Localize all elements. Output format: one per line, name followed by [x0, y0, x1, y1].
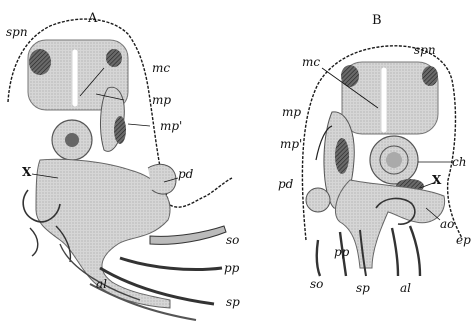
section-b	[302, 46, 462, 276]
label-b-x: X	[432, 174, 441, 186]
label-a-so: so	[226, 234, 239, 246]
spinal-nerve-a	[29, 49, 51, 75]
label-b-sp: sp	[356, 282, 370, 294]
label-a-pp: pp	[224, 262, 239, 274]
label-b-pp: pp	[334, 246, 349, 258]
label-a-al: al	[96, 278, 107, 290]
label-a-mp2: mp'	[160, 120, 182, 132]
panel-label-b: B	[372, 14, 382, 27]
label-a-spn: spn	[6, 26, 28, 38]
label-b-spn: spn	[414, 44, 436, 56]
section-a	[8, 19, 232, 320]
label-a-x: X	[22, 166, 31, 178]
label-b-ep: ep	[456, 234, 471, 246]
label-a-sp: sp	[226, 296, 240, 308]
label-b-mp: mp	[282, 106, 301, 118]
label-b-ao: ao	[440, 218, 454, 230]
label-b-mc: mc	[302, 56, 320, 68]
pronephric-duct-b	[306, 188, 330, 212]
label-a-mp: mp	[152, 94, 171, 106]
panel-label-a: A	[88, 12, 97, 25]
body-mass-b	[335, 180, 444, 268]
somatopleure-a	[150, 226, 226, 244]
label-b-pd: pd	[278, 178, 293, 190]
label-b-mp2: mp'	[280, 138, 302, 150]
label-b-al: al	[400, 282, 411, 294]
label-b-ch: ch	[452, 156, 466, 168]
label-b-so: so	[310, 278, 323, 290]
label-a-mc: mc	[152, 62, 170, 74]
label-a-pd: pd	[178, 168, 193, 180]
